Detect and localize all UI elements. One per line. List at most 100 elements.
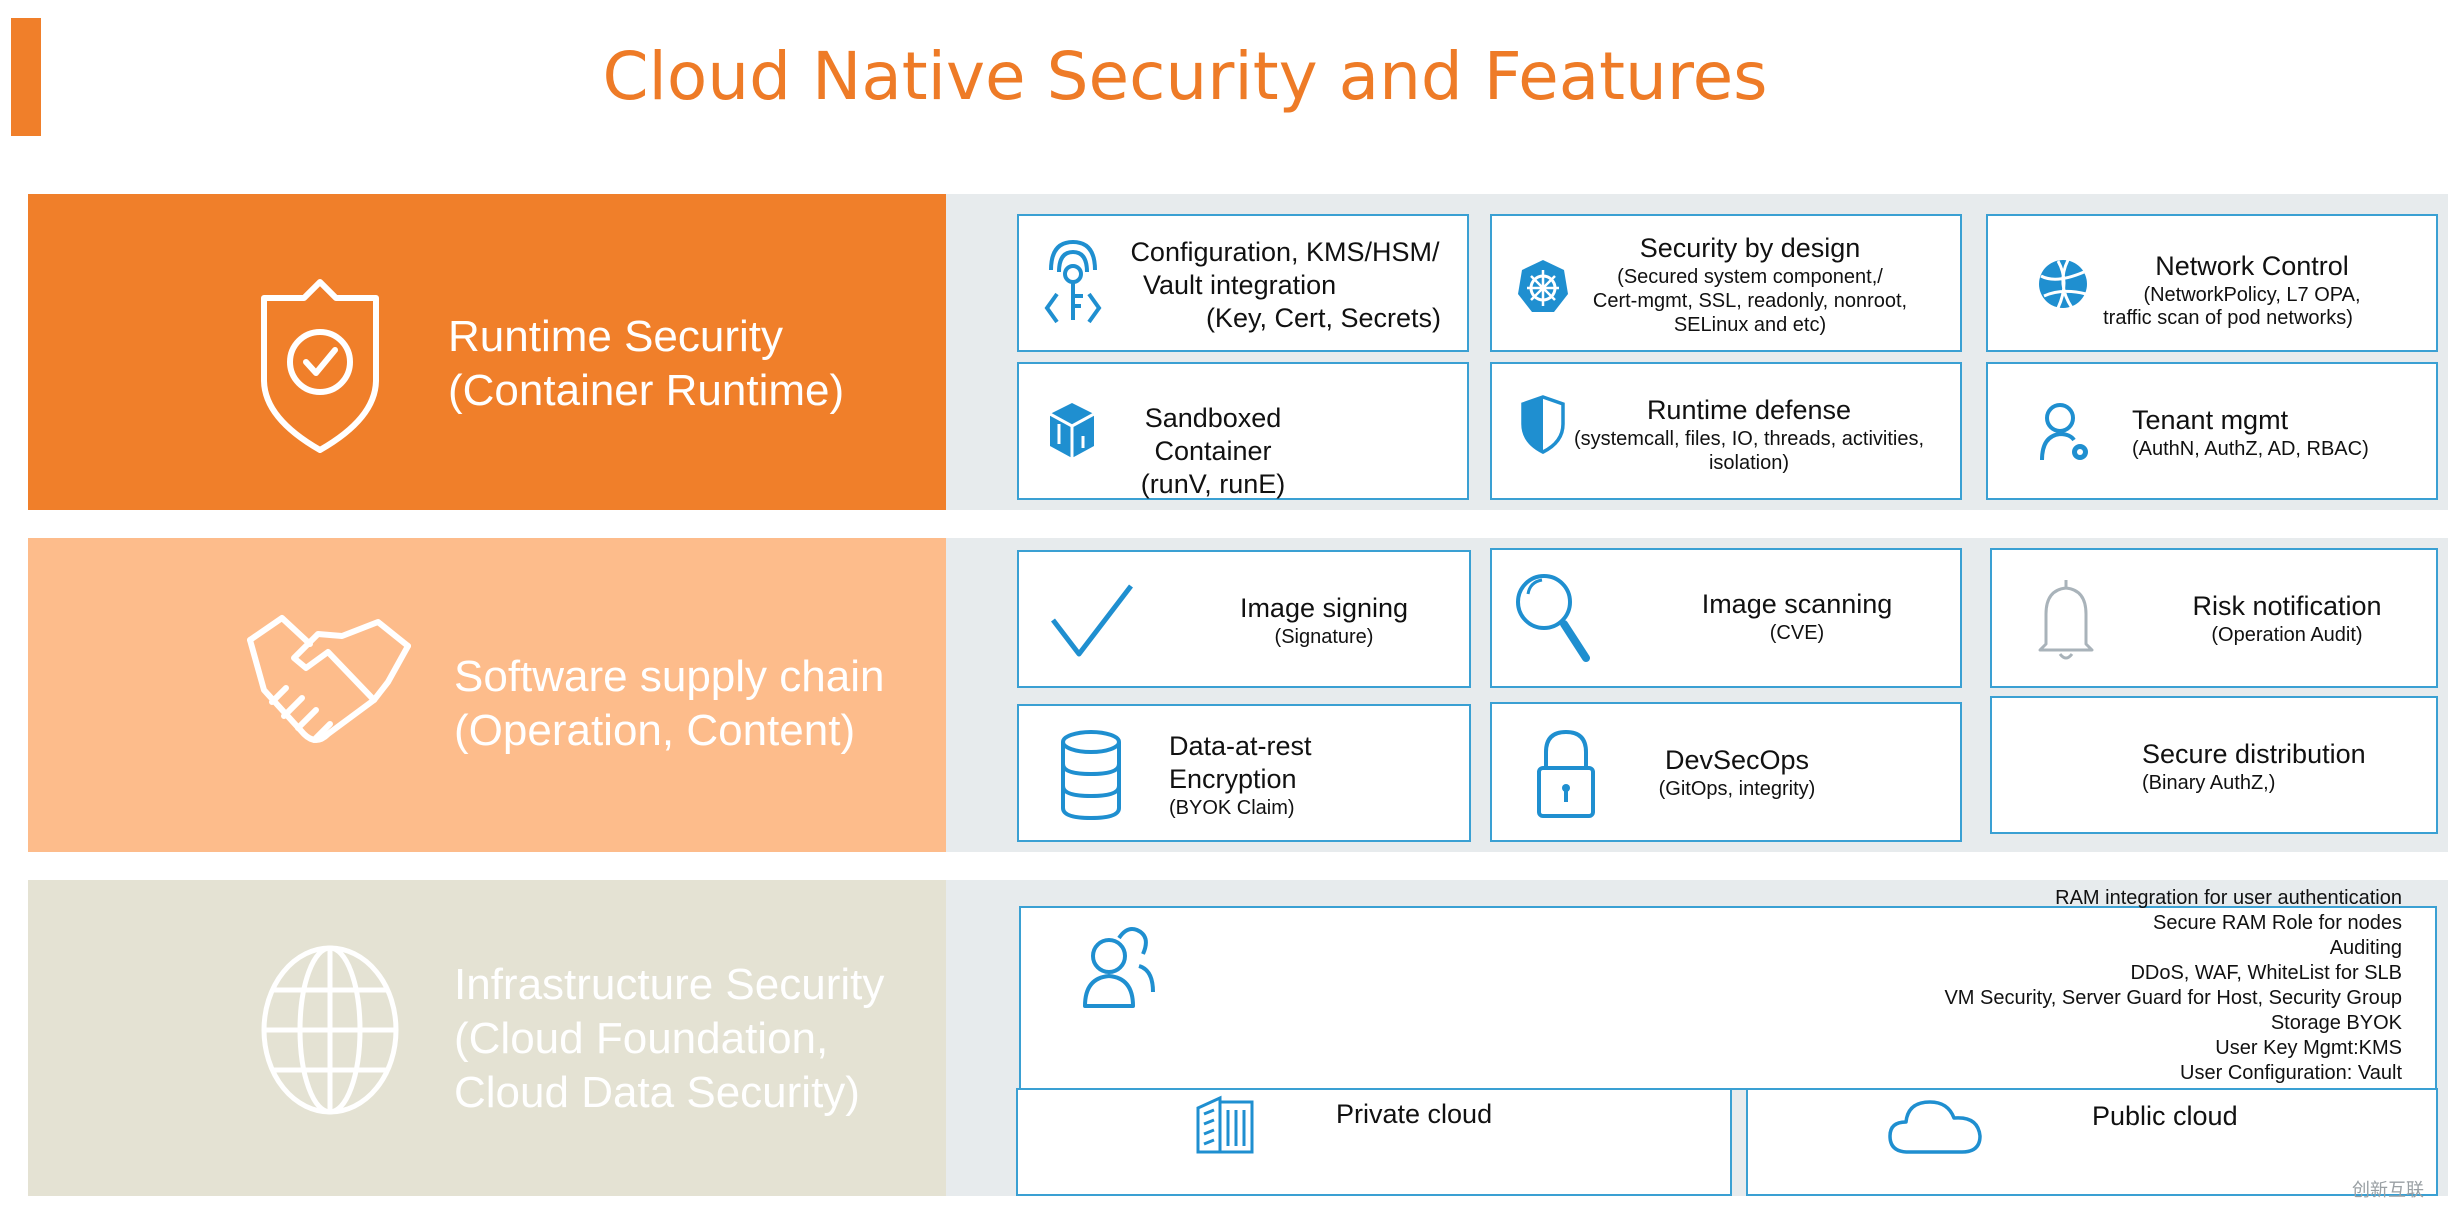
infra-item: Auditing xyxy=(2329,937,2402,959)
supply-chain-panel: Software supply chain (Operation, Conten… xyxy=(28,538,946,852)
network-control-sub1: (NetworkPolicy, L7 OPA, xyxy=(2143,284,2361,306)
runtime-defense-card: Runtime defense (systemcall, files, IO, … xyxy=(1490,362,1962,500)
infra-item: User Configuration: Vault xyxy=(2180,1062,2402,1084)
security-by-design-sub3: SELinux and etc) xyxy=(1673,314,1827,336)
infra-item: Secure RAM Role for nodes xyxy=(2152,912,2402,934)
shield-half-icon xyxy=(1521,395,1565,454)
network-control-sub2: traffic scan of pod networks) xyxy=(2103,307,2353,329)
devsecops-title: DevSecOps xyxy=(1664,745,1810,775)
supply-chain-subtitle: (Operation, Content) xyxy=(454,706,856,755)
network-control-card: Network Control (NetworkPolicy, L7 OPA, … xyxy=(1986,214,2438,352)
infrastructure-label: Infrastructure Security (Cloud Foundatio… xyxy=(454,958,884,1120)
devsecops-sub: (GitOps, integrity) xyxy=(1658,778,1816,800)
infra-item: DDoS, WAF, WhiteList for SLB xyxy=(2130,962,2402,984)
key-lock-icon xyxy=(1044,239,1102,324)
risk-notification-title: Risk notification xyxy=(2192,591,2382,621)
accent-bar xyxy=(11,18,41,136)
infrastructure-panel: Infrastructure Security (Cloud Foundatio… xyxy=(28,880,946,1196)
infra-item: User Key Mgmt:KMS xyxy=(2215,1037,2402,1059)
secure-distribution-text: Secure distribution (Binary AuthZ,) xyxy=(2142,738,2412,795)
tenant-mgmt-sub: (AuthN, AuthZ, AD, RBAC) xyxy=(2132,438,2369,460)
config-kms-line1: Configuration, KMS/HSM/ xyxy=(1130,237,1440,267)
magnifier-icon xyxy=(1516,574,1590,662)
runtime-defense-text: Runtime defense (systemcall, files, IO, … xyxy=(1544,394,1954,475)
runtime-security-panel: Runtime Security (Container Runtime) xyxy=(28,194,946,510)
secure-distribution-title: Secure distribution xyxy=(2142,739,2366,769)
network-control-title: Network Control xyxy=(2155,251,2349,281)
network-control-text: Network Control (NetworkPolicy, L7 OPA, xyxy=(2072,250,2432,307)
globe-network-icon xyxy=(2039,259,2087,309)
secure-distribution-card: Secure distribution (Binary AuthZ,) xyxy=(1990,696,2438,834)
image-scanning-title: Image scanning xyxy=(1701,589,1893,619)
risk-notification-text: Risk notification (Operation Audit) xyxy=(2152,590,2422,647)
image-signing-title: Image signing xyxy=(1239,593,1409,623)
padlock-icon xyxy=(1537,729,1595,818)
shield-check-icon xyxy=(261,279,379,453)
runtime-features-area: Configuration, KMS/HSM/ Vault integratio… xyxy=(946,194,2448,510)
cube-icon xyxy=(1049,403,1095,458)
supply-chain-label: Software supply chain (Operation, Conten… xyxy=(454,650,884,758)
sandboxed-container-title: Sandboxed Container xyxy=(1144,403,1282,466)
image-scanning-text: Image scanning (CVE) xyxy=(1672,588,1922,645)
data-at-rest-card: Data-at-rest Encryption (BYOK Claim) xyxy=(1017,704,1471,842)
infrastructure-subtitle1: (Cloud Foundation, xyxy=(454,1014,829,1063)
cloud-icon xyxy=(1888,1100,1982,1154)
kubernetes-icon xyxy=(1518,260,1568,312)
risk-notification-sub: (Operation Audit) xyxy=(2211,624,2363,646)
sandboxed-container-card: Sandboxed Container (runV, runE) xyxy=(1017,362,1469,500)
infra-item: RAM integration for user authentication xyxy=(2055,887,2402,909)
runtime-security-subtitle: (Container Runtime) xyxy=(448,366,845,415)
user-gear-icon xyxy=(2040,403,2088,461)
globe-icon xyxy=(261,945,399,1115)
image-signing-text: Image signing (Signature) xyxy=(1199,592,1449,649)
sandboxed-container-text: Sandboxed Container (runV, runE) xyxy=(1093,402,1333,501)
watermark-logo: 创新互联 xyxy=(2352,1180,2424,1200)
tenant-mgmt-title: Tenant mgmt xyxy=(2132,405,2289,435)
runtime-security-band: Runtime Security (Container Runtime) Con… xyxy=(28,194,2448,510)
infrastructure-band: Infrastructure Security (Cloud Foundatio… xyxy=(28,880,2448,1196)
config-kms-line3: (Key, Cert, Secrets) xyxy=(1205,303,1441,333)
tenant-mgmt-text: Tenant mgmt (AuthN, AuthZ, AD, RBAC) xyxy=(2132,404,2412,461)
image-scanning-card: Image scanning (CVE) xyxy=(1490,548,1962,688)
security-by-design-sub1: (Secured system component,/ xyxy=(1617,266,1883,288)
data-at-rest-line1: Data-at-rest xyxy=(1169,731,1312,761)
handshake-icon xyxy=(247,615,411,743)
checkmark-icon xyxy=(1051,584,1133,657)
data-at-rest-sub: (BYOK Claim) xyxy=(1169,797,1295,819)
runtime-defense-sub2: isolation) xyxy=(1708,452,1790,474)
infra-item: Storage BYOK xyxy=(2270,1012,2402,1034)
bell-icon xyxy=(2038,580,2094,660)
supply-chain-title: Software supply chain xyxy=(454,652,885,701)
database-icon xyxy=(1061,730,1121,821)
page-title: Cloud Native Security and Features xyxy=(602,38,1768,115)
public-cloud-card: Public cloud xyxy=(1746,1088,2438,1196)
runtime-security-title: Runtime Security xyxy=(448,312,784,361)
config-kms-text: Configuration, KMS/HSM/ Vault integratio… xyxy=(1115,236,1455,335)
security-by-design-text: Security by design (Secured system compo… xyxy=(1554,232,1946,337)
security-by-design-card: Security by design (Secured system compo… xyxy=(1490,214,1962,352)
supply-features-area: Image signing (Signature) Image scanning… xyxy=(946,538,2448,852)
security-by-design-sub2: Cert-mgmt, SSL, readonly, nonroot, xyxy=(1592,290,1908,312)
config-kms-card: Configuration, KMS/HSM/ Vault integratio… xyxy=(1017,214,1469,352)
secure-distribution-sub: (Binary AuthZ,) xyxy=(2142,772,2276,794)
infra-item: VM Security, Server Guard for Host, Secu… xyxy=(1944,987,2402,1009)
data-at-rest-text: Data-at-rest Encryption (BYOK Claim) xyxy=(1169,730,1419,820)
infrastructure-title: Infrastructure Security xyxy=(454,960,885,1009)
devsecops-text: DevSecOps (GitOps, integrity) xyxy=(1622,744,1852,801)
image-signing-sub: (Signature) xyxy=(1274,626,1374,648)
devsecops-card: DevSecOps (GitOps, integrity) xyxy=(1490,702,1962,842)
image-scanning-sub: (CVE) xyxy=(1769,622,1825,644)
infrastructure-features-area: RAM integration for user authentication … xyxy=(946,880,2448,1196)
security-by-design-title: Security by design xyxy=(1639,233,1861,263)
public-cloud-label: Public cloud xyxy=(2092,1101,2238,1131)
infrastructure-services-card xyxy=(1019,906,2437,1090)
sandboxed-container-sub: (runV, runE) xyxy=(1140,469,1286,499)
runtime-defense-title: Runtime defense xyxy=(1646,395,1852,425)
building-icon xyxy=(1196,1095,1254,1154)
infrastructure-feature-list: RAM integration for user authentication … xyxy=(1944,886,2402,1086)
image-signing-card: Image signing (Signature) xyxy=(1017,550,1471,688)
supply-chain-band: Software supply chain (Operation, Conten… xyxy=(28,538,2448,852)
tenant-mgmt-card: Tenant mgmt (AuthN, AuthZ, AD, RBAC) xyxy=(1986,362,2438,500)
runtime-defense-sub1: (systemcall, files, IO, threads, activit… xyxy=(1573,428,1925,450)
private-cloud-card: Private cloud xyxy=(1016,1088,1732,1196)
